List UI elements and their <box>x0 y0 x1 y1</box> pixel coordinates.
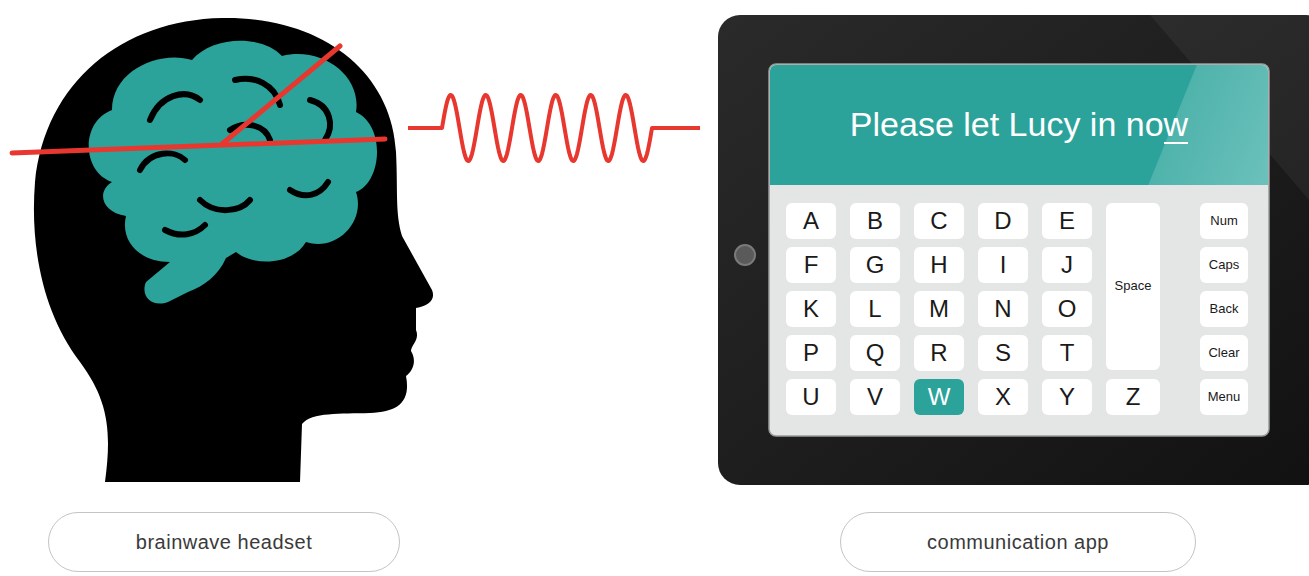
letter-key: E <box>1042 203 1092 239</box>
function-key: Back <box>1200 291 1248 327</box>
node-label: W <box>928 384 951 410</box>
letter-key: Q <box>850 335 900 371</box>
letter-key: I <box>978 247 1028 283</box>
node-label: R <box>930 340 947 366</box>
tablet-body <box>718 15 1309 485</box>
node-label: N <box>994 296 1011 322</box>
node-label: D <box>994 208 1011 234</box>
letter-key: B <box>850 203 900 239</box>
function-key: Caps <box>1200 247 1248 283</box>
head-silhouette <box>34 18 433 482</box>
letter-key: K <box>786 291 836 327</box>
node-label: T <box>1060 340 1075 366</box>
node-label: K <box>803 296 819 322</box>
letter-key: X <box>978 379 1028 415</box>
node-label: Menu <box>1208 390 1241 404</box>
node-label: Space <box>1115 279 1152 293</box>
function-key: Clear <box>1200 335 1248 371</box>
letter-key: Y <box>1042 379 1092 415</box>
letter-key: D <box>978 203 1028 239</box>
function-key: Num <box>1200 203 1248 239</box>
brain <box>89 41 377 304</box>
node-label: S <box>995 340 1011 366</box>
node-label: Num <box>1210 214 1237 228</box>
node-label: E <box>1059 208 1075 234</box>
letter-key: L <box>850 291 900 327</box>
brain-folds <box>140 79 330 235</box>
node-label: M <box>929 296 949 322</box>
letter-key: S <box>978 335 1028 371</box>
letter-key: T <box>1042 335 1092 371</box>
node-label: P <box>803 340 819 366</box>
node-label: Clear <box>1208 346 1239 360</box>
text-cursor <box>1164 142 1189 144</box>
letter-key: U <box>786 379 836 415</box>
node-label: U <box>802 384 819 410</box>
node-label: Please let Lucy in now <box>850 106 1188 143</box>
node-label: brainwave headset <box>136 531 312 553</box>
node-label: B <box>867 208 883 234</box>
letter-key: Z <box>1106 379 1160 415</box>
letter-key: O <box>1042 291 1092 327</box>
node-label: Back <box>1210 302 1239 316</box>
space-key: Space <box>1106 203 1160 370</box>
node-label: Q <box>866 340 885 366</box>
letter-key: M <box>914 291 964 327</box>
brainwave-signal <box>408 95 700 161</box>
letter-key: J <box>1042 247 1092 283</box>
function-key: Menu <box>1200 379 1248 415</box>
node-label: communication app <box>927 531 1109 553</box>
node-label: L <box>868 296 881 322</box>
node-label: V <box>867 384 883 410</box>
node-label: Caps <box>1209 258 1239 272</box>
caption-pill: communication app <box>840 512 1196 572</box>
node-label: C <box>930 208 947 234</box>
letter-key: R <box>914 335 964 371</box>
home-button <box>735 245 755 265</box>
letter-key: N <box>978 291 1028 327</box>
node-label: J <box>1061 252 1073 278</box>
letter-key: C <box>914 203 964 239</box>
node-label: X <box>995 384 1011 410</box>
node-label: Y <box>1059 384 1075 410</box>
node-label: A <box>803 208 819 234</box>
letter-key: F <box>786 247 836 283</box>
node-label: F <box>804 252 819 278</box>
node-label: O <box>1058 296 1077 322</box>
caption-pill: brainwave headset <box>48 512 400 572</box>
node-label: G <box>866 252 885 278</box>
letter-key: V <box>850 379 900 415</box>
letter-key: A <box>786 203 836 239</box>
letter-key: W <box>914 379 964 415</box>
node-label: H <box>930 252 947 278</box>
screen <box>769 64 1269 436</box>
node-label: Z <box>1126 384 1141 410</box>
letter-key: G <box>850 247 900 283</box>
node-label: I <box>1000 252 1007 278</box>
letter-key: P <box>786 335 836 371</box>
message-display: Please let Lucy in now <box>770 65 1268 185</box>
letter-key: H <box>914 247 964 283</box>
headset-band <box>12 46 385 153</box>
